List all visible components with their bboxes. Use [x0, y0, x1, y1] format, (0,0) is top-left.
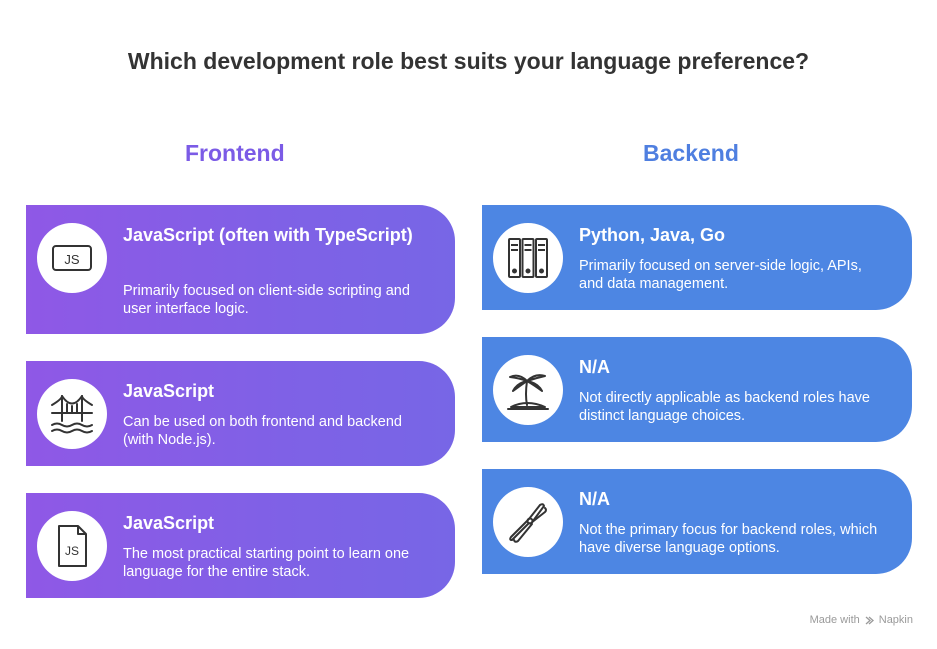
- footer-prefix: Made with: [809, 614, 860, 626]
- card-description: Can be used on both frontend and backend…: [123, 414, 402, 448]
- card-description: Not the primary focus for backend roles,…: [579, 522, 878, 556]
- card-title: Python, Java, Go: [579, 225, 726, 245]
- card-title: JavaScript: [123, 513, 215, 533]
- bridge-icon: [37, 379, 107, 449]
- backend-card-not-primary: N/A Not the primary focus for backend ro…: [482, 469, 912, 574]
- card-description: The most practical starting point to lea…: [123, 546, 410, 580]
- pliers-icon: [493, 487, 563, 557]
- backend-heading: Backend: [643, 140, 739, 166]
- frontend-card-nodejs: JavaScript Can be used on both frontend …: [26, 361, 455, 466]
- js-file-label: JS: [65, 544, 79, 558]
- js-file-icon: JS: [37, 511, 107, 581]
- made-with-napkin-footer[interactable]: Made with Napkin: [810, 614, 913, 626]
- napkin-logo-icon: [865, 616, 874, 624]
- backend-card-not-applicable: N/A Not directly applicable as backend r…: [482, 337, 912, 442]
- js-badge-label: JS: [64, 252, 80, 267]
- footer-brand: Napkin: [878, 614, 913, 626]
- frontend-card-typescript: JS JavaScript (often with TypeScript) Pr…: [26, 205, 455, 334]
- island-icon: [493, 355, 563, 425]
- card-title: JavaScript: [123, 381, 215, 401]
- frontend-heading: Frontend: [185, 140, 285, 166]
- card-title: N/A: [579, 489, 610, 509]
- js-badge-icon: JS: [37, 223, 107, 293]
- frontend-card-fullstack: JS JavaScript The most practical startin…: [26, 493, 455, 598]
- card-title: JavaScript (often with TypeScript): [123, 225, 413, 245]
- card-title: N/A: [579, 357, 610, 377]
- card-description: Primarily focused on client-side scripti…: [123, 283, 410, 317]
- page-title: Which development role best suits your l…: [127, 48, 810, 74]
- card-description: Not directly applicable as backend roles…: [579, 390, 870, 424]
- card-description: Primarily focused on server-side logic, …: [579, 258, 862, 292]
- backend-card-languages: Python, Java, Go Primarily focused on se…: [482, 205, 912, 310]
- server-icon: [493, 223, 563, 293]
